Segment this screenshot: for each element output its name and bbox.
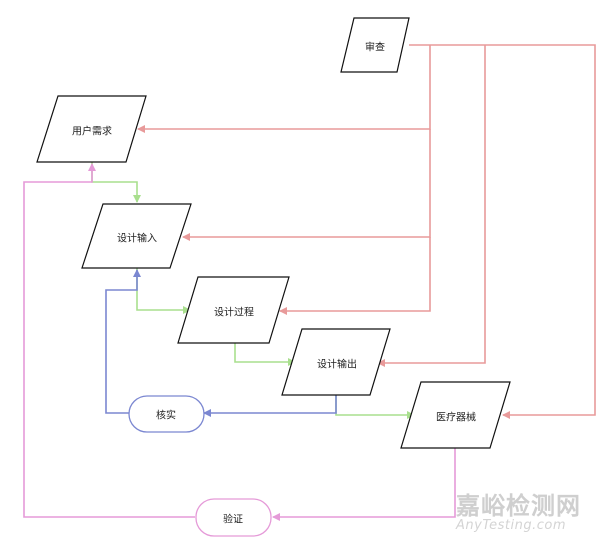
verification-to-design-input-edge bbox=[105, 269, 141, 414]
user-needs-to-design-input-edge bbox=[91, 162, 141, 203]
verification-node bbox=[128, 395, 205, 433]
design-input-to-design-process-edge bbox=[136, 268, 191, 314]
medical-device-to-validation-edge bbox=[272, 448, 456, 521]
review-to-design-process-edge bbox=[279, 237, 431, 315]
verification-label: 核实 bbox=[156, 410, 176, 422]
validation-to-user-needs-edge bbox=[23, 163, 195, 518]
validation-label: 验证 bbox=[223, 514, 243, 526]
user-needs-node bbox=[36, 95, 147, 163]
design-output-node bbox=[281, 328, 391, 396]
user-needs-label: 用户需求 bbox=[72, 126, 112, 138]
watermark-brand-cn: 嘉峪检测网 bbox=[456, 492, 581, 520]
design-output-to-medical-device-edge bbox=[335, 395, 415, 419]
design-process-label: 设计过程 bbox=[214, 307, 254, 319]
validation-node bbox=[195, 498, 272, 537]
review-node bbox=[340, 17, 410, 73]
design-process-to-design-output-edge bbox=[234, 343, 296, 366]
review-to-design-output-edge bbox=[377, 45, 486, 367]
design-output-to-verification-edge bbox=[203, 395, 337, 417]
design-process-node bbox=[177, 276, 290, 344]
medical-device-node bbox=[400, 381, 511, 449]
design-input-node bbox=[81, 203, 192, 269]
review-to-design-input-edge bbox=[182, 129, 431, 241]
design-input-label: 设计输入 bbox=[117, 233, 157, 245]
medical-device-label: 医疗器械 bbox=[436, 412, 476, 424]
watermark-brand-en: AnyTesting.com bbox=[456, 518, 567, 533]
review-label: 审查 bbox=[365, 42, 385, 54]
design-output-label: 设计输出 bbox=[317, 359, 357, 371]
review-trunk-edge bbox=[409, 44, 596, 419]
